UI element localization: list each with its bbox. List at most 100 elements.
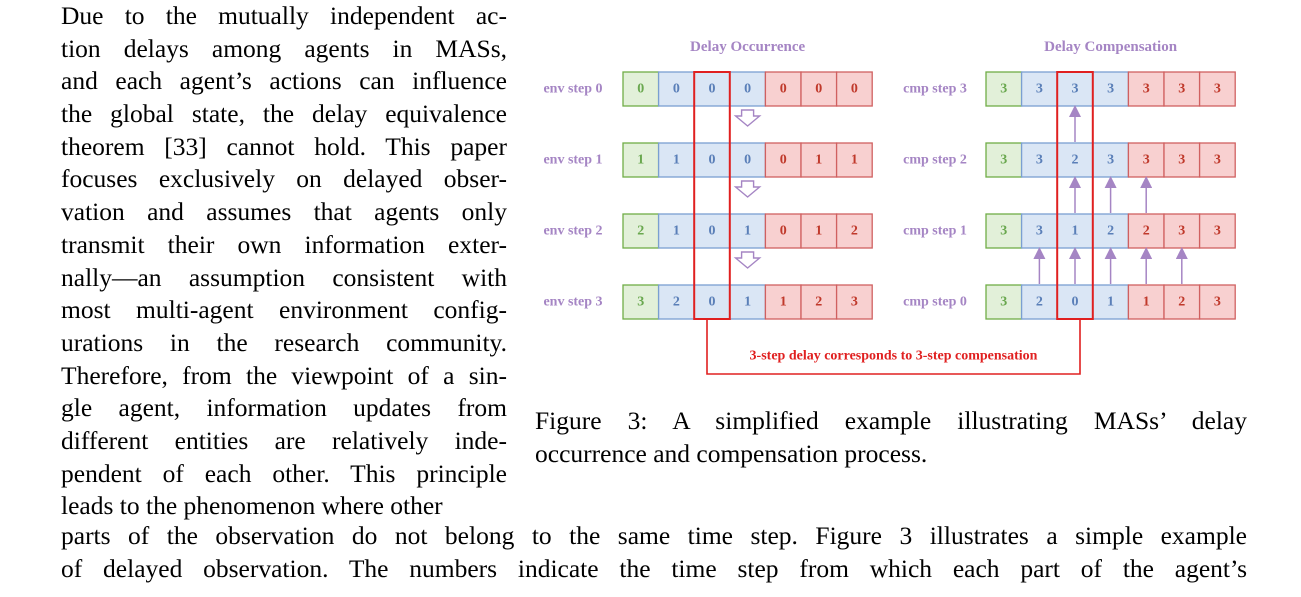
obs-cell [800, 284, 838, 320]
row-label: env step 0 [543, 82, 602, 97]
obs-cell [985, 71, 1023, 107]
obs-cell [657, 213, 695, 249]
cell-value: 1 [673, 224, 680, 239]
cell-value: 3 [1000, 295, 1007, 310]
obs-cell [764, 142, 802, 178]
text-line: parts of the observation do not belong t… [61, 521, 1247, 550]
text-line: Figure 3: A simplified example illustrat… [535, 406, 1247, 435]
cell-value: 3 [1000, 82, 1007, 97]
obs-cell [835, 71, 873, 107]
obs-cell [1163, 213, 1201, 249]
row-label: env step 2 [543, 224, 602, 239]
cell-value: 3 [1214, 295, 1221, 310]
cell-value: 1 [744, 295, 751, 310]
cell-value: 0 [709, 224, 716, 239]
cell-value: 0 [1072, 295, 1079, 310]
row-label: cmp step 3 [903, 82, 967, 97]
cell-value: 0 [709, 153, 716, 168]
text-line: theorem [33] cannot hold. This paper [61, 131, 507, 161]
obs-cell [1163, 284, 1201, 320]
cell-value: 0 [673, 82, 680, 97]
obs-cell [985, 142, 1023, 178]
figure-caption: Figure 3: A simplified example illustrat… [535, 405, 1247, 470]
cell-value: 3 [1178, 153, 1185, 168]
row-label: env step 3 [543, 295, 602, 310]
cell-value: 1 [673, 153, 680, 168]
delay-diagram: Delay Occurrence env step 0 0 0 0 0 0 0 0 env ste… [543, 39, 1236, 375]
row-label: env step 1 [543, 153, 602, 168]
cell-value: 3 [1178, 82, 1185, 97]
agent-column-outline [1056, 71, 1094, 320]
obs-cell [1092, 213, 1130, 249]
cell-value: 3 [1036, 224, 1043, 239]
cell-value: 3 [1178, 224, 1185, 239]
obs-cell [1198, 284, 1236, 320]
bracket-label: 3-step delay corresponds to 3-step compe… [750, 349, 1038, 364]
obs-cell [835, 213, 873, 249]
obs-cell [622, 142, 660, 178]
delay-arrow [733, 251, 762, 269]
obs-cell [1198, 213, 1236, 249]
cell-value: 1 [815, 224, 822, 239]
obs-cell [764, 71, 802, 107]
cell-value: 2 [815, 295, 822, 310]
obs-cell [1020, 284, 1058, 320]
body-paragraph-left: Due to the mutually independent ac-tion … [61, 0, 507, 523]
cell-value: 0 [780, 153, 787, 168]
text-line: transmit their own information exter- [61, 229, 507, 259]
panel-title: Delay Occurrence [690, 39, 805, 55]
text-line: Due to the mutually independent ac- [61, 1, 507, 30]
text-line: the global state, the delay equivalence [61, 99, 507, 129]
row-label: cmp step 1 [903, 224, 967, 239]
cell-value: 0 [780, 82, 787, 97]
text-line: gle agent, information updates from [61, 393, 507, 423]
obs-cell [657, 284, 695, 320]
cell-value: 2 [1036, 295, 1043, 310]
obs-cell [1020, 142, 1058, 178]
text-line: Therefore, from the viewpoint of a sin- [61, 360, 507, 390]
delay-arrow [733, 109, 762, 127]
obs-cell [800, 71, 838, 107]
cell-value: 1 [851, 153, 858, 168]
obs-cell [622, 71, 660, 107]
cell-value: 3 [1214, 153, 1221, 168]
cell-value: 2 [637, 224, 644, 239]
obs-cell [985, 284, 1023, 320]
text-line: leads to the phenomenon where other [61, 491, 443, 521]
cell-value: 3 [1143, 153, 1150, 168]
text-line: urations in the research community. [61, 327, 507, 357]
obs-cell [1198, 142, 1236, 178]
cell-value: 3 [1107, 82, 1114, 97]
row-label: cmp step 2 [903, 153, 967, 168]
cell-value: 0 [744, 153, 751, 168]
cell-value: 1 [815, 153, 822, 168]
cell-value: 1 [1072, 224, 1079, 239]
cell-value: 2 [673, 295, 680, 310]
cell-value: 1 [1143, 295, 1150, 310]
cell-value: 3 [1107, 153, 1114, 168]
cell-value: 3 [1036, 82, 1043, 97]
cell-value: 0 [637, 82, 644, 97]
cell-value: 1 [1107, 295, 1114, 310]
cell-value: 3 [1214, 224, 1221, 239]
cell-value: 3 [851, 295, 858, 310]
cell-value: 3 [1072, 82, 1079, 97]
delay-bracket [706, 319, 1081, 375]
cell-value: 0 [780, 224, 787, 239]
cell-value: 3 [1036, 153, 1043, 168]
cell-value: 2 [1072, 153, 1079, 168]
text-line: pendent of each other. This principle [61, 458, 507, 488]
agent-column-outline [693, 71, 731, 320]
text-line: tion delays among agents in MASs, [61, 33, 507, 63]
cell-value: 1 [744, 224, 751, 239]
cell-value: 1 [780, 295, 787, 310]
cell-value: 0 [815, 82, 822, 97]
text-line: and each agent’s actions can influence [61, 66, 507, 96]
text-line: occurrence and compensation process. [535, 438, 928, 468]
cell-value: 2 [1178, 295, 1185, 310]
text-line: of delayed observation. The numbers indi… [61, 553, 1247, 583]
obs-cell [622, 284, 660, 320]
obs-cell [657, 71, 695, 107]
obs-cell [764, 213, 802, 249]
cell-value: 3 [637, 295, 644, 310]
